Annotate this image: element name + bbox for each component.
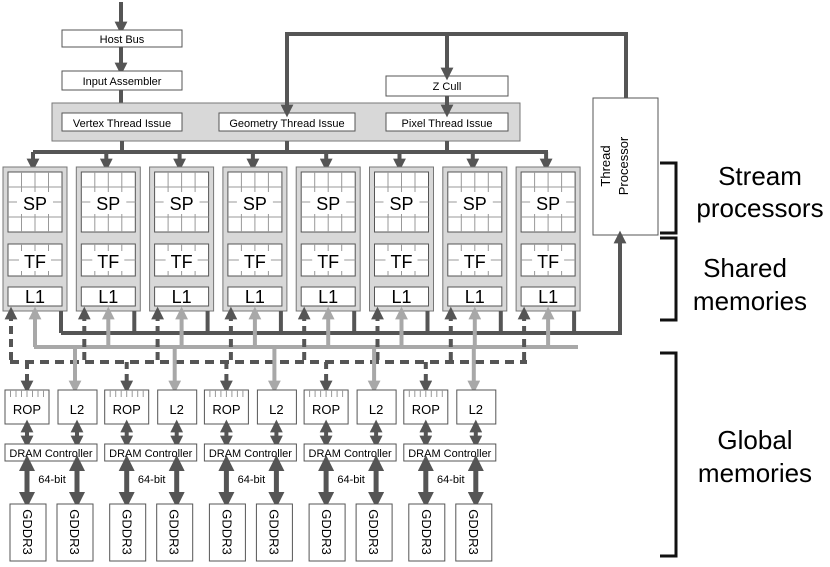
sp-label: SP — [536, 194, 560, 214]
bus-width-label: 64-bit — [437, 474, 465, 486]
dram-controller-label: DRAM Controller — [209, 448, 292, 460]
cluster-6: SP TF L1 — [369, 166, 434, 312]
tf-label: TF — [537, 252, 559, 272]
host-bus-block: Host Bus — [61, 2, 183, 48]
shared-label-1: Shared — [703, 253, 787, 283]
sp-label: SP — [316, 194, 340, 214]
sp-label: SP — [389, 194, 413, 214]
geometry-thread-issue-label: Geometry Thread Issue — [229, 118, 344, 130]
cluster-4: SP TF L1 — [222, 166, 288, 312]
cluster-8: SP TF L1 — [515, 166, 581, 312]
gddr3-label: GDDR3 — [20, 509, 35, 555]
dram-controller-label: DRAM Controller — [309, 448, 392, 460]
tf-label: TF — [171, 252, 193, 272]
stream-processors-bracket — [660, 161, 678, 235]
tf-label: TF — [244, 252, 266, 272]
rop-label: ROP — [13, 402, 41, 417]
sp-label: SP — [463, 194, 487, 214]
tf-label: TF — [464, 252, 486, 272]
l1-label: L1 — [318, 287, 338, 307]
return-taps — [59, 311, 577, 333]
stream-label-1: Stream — [718, 161, 802, 191]
dram-controller-label: DRAM Controller — [109, 448, 192, 460]
tf-label: TF — [24, 252, 46, 272]
stream-processor-clusters: SP TF L1 SP TF L1 SP TF L1 SP TF L1 SP TF L1 SP TF L1 SP TF… — [2, 166, 581, 312]
dram-controller-label: DRAM Controller — [9, 448, 92, 460]
stream-label-2: processors — [696, 193, 823, 223]
bus-width-label: 64-bit — [238, 474, 266, 486]
gddr3-label: GDDR3 — [466, 509, 481, 555]
l1-label: L1 — [98, 287, 118, 307]
sp-arrows — [26, 152, 553, 172]
z-cull-block: Z Cull — [385, 75, 509, 97]
sp-label: SP — [23, 194, 47, 214]
tf-label: TF — [391, 252, 413, 272]
global-label-1: Global — [717, 425, 792, 455]
input-assembler-label: Input Assembler — [83, 76, 162, 88]
l2-label: L2 — [469, 402, 483, 417]
l1-label: L1 — [465, 287, 485, 307]
gddr3-label: GDDR3 — [319, 509, 334, 555]
global-memories-bracket — [660, 351, 678, 558]
tf-label: TF — [317, 252, 339, 272]
gddr3-label: GDDR3 — [419, 509, 434, 555]
cluster-5: SP TF L1 — [295, 166, 361, 312]
l1-label: L1 — [245, 287, 265, 307]
tf-label: TF — [97, 252, 119, 272]
pixel-thread-issue-label: Pixel Thread Issue — [402, 118, 493, 130]
cluster-2: SP TF L1 — [75, 166, 141, 312]
thread-processor-block: Thread Processor — [592, 97, 659, 236]
gddr3-label: GDDR3 — [219, 509, 234, 555]
rop-label: ROP — [412, 402, 440, 417]
l1-label: L1 — [25, 287, 45, 307]
gddr3-label: GDDR3 — [266, 509, 281, 555]
feedback-loop — [280, 32, 628, 118]
gddr3-label: GDDR3 — [120, 509, 135, 555]
gddr3-label: GDDR3 — [366, 509, 381, 555]
thread-processor-label-1: Thread — [598, 145, 613, 186]
gddr3-label: GDDR3 — [167, 509, 182, 555]
dram-controller-label: DRAM Controller — [408, 448, 491, 460]
l1-label: L1 — [391, 287, 411, 307]
l2-label: L2 — [369, 402, 383, 417]
sp-label: SP — [96, 194, 120, 214]
cluster-1: SP TF L1 — [2, 166, 68, 312]
shared-memories-bracket — [660, 236, 678, 322]
rop-label: ROP — [312, 402, 340, 417]
l1-label: L1 — [538, 287, 558, 307]
global-label-2: memories — [698, 458, 812, 488]
bus-width-label: 64-bit — [138, 474, 166, 486]
z-cull-label: Z Cull — [433, 81, 462, 93]
crossbar-interconnect — [4, 306, 578, 394]
cluster-7: SP TF L1 — [442, 166, 508, 312]
gddr3-label: GDDR3 — [67, 509, 82, 555]
bus-width-label: 64-bit — [337, 474, 365, 486]
return-bus — [61, 230, 627, 335]
shared-label-2: memories — [693, 286, 807, 316]
host-bus-label: Host Bus — [100, 34, 145, 46]
l2-label: L2 — [70, 402, 84, 417]
thread-issue-bus — [33, 141, 548, 154]
rop-label: ROP — [113, 402, 141, 417]
l2-label: L2 — [269, 402, 283, 417]
rop-label: ROP — [212, 402, 240, 417]
l1-label: L1 — [172, 287, 192, 307]
cluster-3: SP TF L1 — [149, 166, 215, 312]
thread-processor-label-2: Processor — [616, 136, 631, 195]
vertex-thread-issue-label: Vertex Thread Issue — [73, 118, 171, 130]
l2-label: L2 — [169, 402, 183, 417]
sp-label: SP — [243, 194, 267, 214]
sp-label: SP — [170, 194, 194, 214]
bus-width-label: 64-bit — [38, 474, 66, 486]
input-assembler-block: Input Assembler — [61, 70, 183, 91]
